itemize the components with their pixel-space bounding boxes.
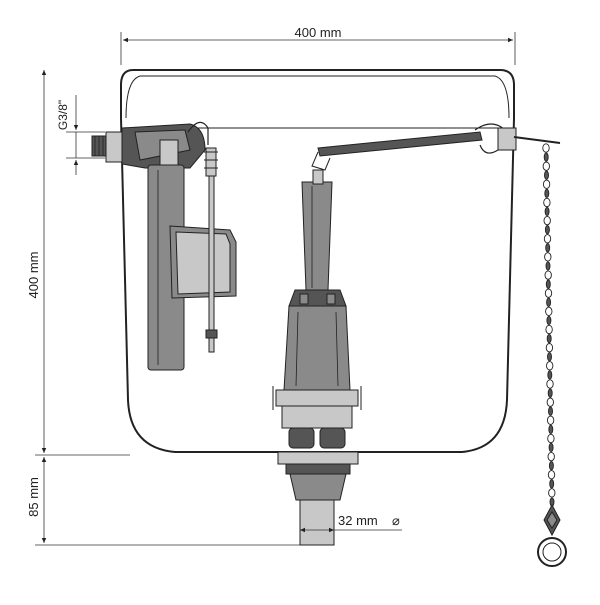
chain-link <box>548 424 554 435</box>
lever-handle <box>513 136 561 144</box>
diameter-symbol: ⌀ <box>392 513 400 528</box>
chain-link <box>545 343 554 353</box>
chain-link <box>547 388 553 398</box>
chain-link <box>546 379 554 389</box>
chain-link <box>544 188 550 199</box>
chain-link <box>544 206 550 217</box>
flush-body <box>283 305 351 391</box>
chain-link <box>544 170 549 180</box>
rod-clip <box>205 329 218 339</box>
chain-link <box>543 197 551 208</box>
chain-link <box>542 143 550 153</box>
width-label: 400 mm <box>295 25 342 40</box>
float-arm <box>187 121 209 145</box>
fill-valve <box>91 121 237 371</box>
body-edge-1 <box>295 311 299 387</box>
chain-link <box>546 397 554 407</box>
chain-link <box>543 234 552 244</box>
chain-link <box>547 352 552 362</box>
cage-slot-2 <box>326 293 336 305</box>
chain-link <box>543 215 551 226</box>
chain-link <box>544 270 552 280</box>
chain-link <box>545 324 553 335</box>
flush-valve <box>272 169 362 546</box>
chain-link <box>547 470 556 480</box>
lever-hook <box>311 151 331 171</box>
lever-arm <box>317 131 483 157</box>
chain-link <box>543 152 549 162</box>
lid-edge <box>125 75 510 119</box>
chain-link <box>546 415 555 425</box>
chain-link <box>546 361 554 371</box>
chain-handle <box>537 503 567 567</box>
inlet-thread-label: G3/8" <box>56 100 70 130</box>
pipe-height-label: 85 mm <box>26 477 41 517</box>
chain-link <box>544 288 553 298</box>
outlet-nut <box>285 463 351 475</box>
handle-ring-inner <box>542 542 562 562</box>
float-cup-face <box>175 231 231 295</box>
chain-link <box>545 243 551 253</box>
pull-chain <box>542 143 556 507</box>
height-dimension: 400 mm 85 mm <box>26 70 300 546</box>
chain-link <box>546 315 552 326</box>
chain-link <box>548 406 553 416</box>
outlet-pipe <box>299 499 335 546</box>
outlet-flange <box>277 451 359 465</box>
cage-top <box>288 289 347 307</box>
chain-link <box>548 461 554 471</box>
chain-link <box>545 279 551 289</box>
chain-link <box>546 297 552 307</box>
flush-lever <box>311 123 561 171</box>
inlet-nut <box>105 131 123 163</box>
float-rod <box>208 175 215 353</box>
chain-link <box>545 306 553 317</box>
tube-cap <box>312 169 324 185</box>
chain-link <box>546 333 552 344</box>
chain-link <box>542 179 551 189</box>
handle-grip-face <box>546 511 558 529</box>
height-label: 400 mm <box>26 252 41 299</box>
outlet-taper <box>289 473 347 501</box>
outlet-diameter-dimension: 32 mm ⌀ <box>300 513 402 533</box>
chain-link <box>549 479 555 489</box>
width-dimension: 400 mm <box>120 25 516 65</box>
chain-link <box>548 442 554 453</box>
chain-link <box>548 488 556 498</box>
inlet-thread-dimension: G3/8" <box>56 95 105 175</box>
chain-link <box>544 252 552 262</box>
outlet-diameter-label: 32 mm <box>338 513 378 528</box>
chain-link <box>542 161 550 171</box>
chain-link <box>544 225 550 235</box>
seal-ring <box>275 389 359 407</box>
outlet-base <box>281 405 353 429</box>
chain-link <box>547 370 553 380</box>
body-edge-2 <box>335 311 339 387</box>
chain-link <box>545 261 551 271</box>
chain-link <box>547 433 555 444</box>
outlet-port-right <box>319 427 346 449</box>
cage-slot-1 <box>299 293 309 305</box>
outlet-port-left <box>288 427 315 449</box>
chain-link <box>547 451 555 462</box>
lever-mount <box>497 127 517 151</box>
overflow-tube <box>301 181 333 291</box>
